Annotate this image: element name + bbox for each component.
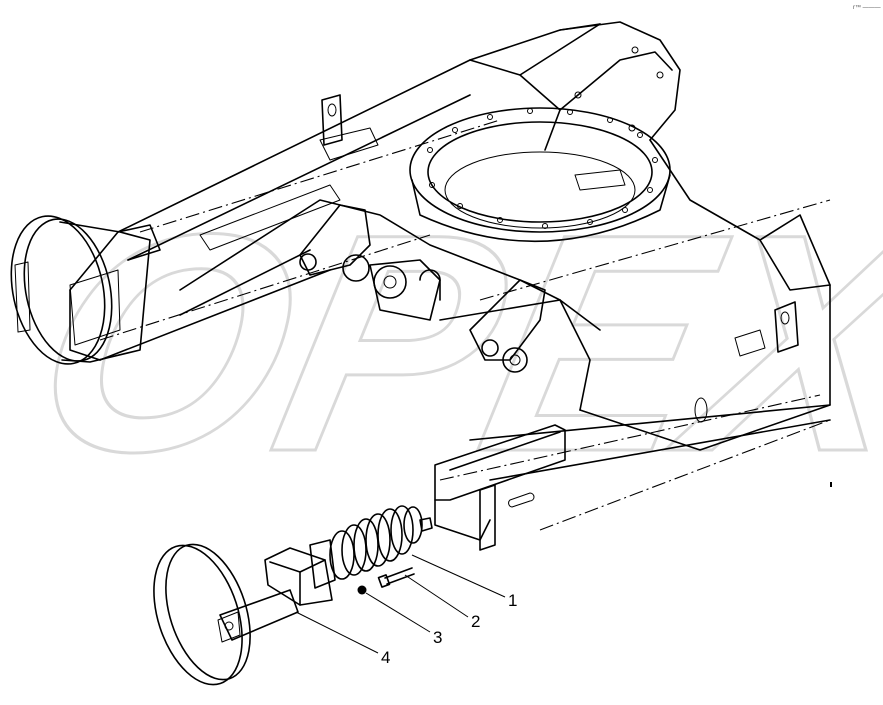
callout-4: 4 xyxy=(381,648,390,667)
recoil-spring xyxy=(309,505,433,589)
tick-mark xyxy=(830,482,832,487)
callout-2: 2 xyxy=(471,612,480,631)
undercarriage-frame xyxy=(69,21,831,531)
centre-link-brackets xyxy=(299,204,546,373)
bolt-circle xyxy=(427,108,658,229)
callout-1: 1 xyxy=(508,591,517,610)
slewing-ring xyxy=(409,107,671,243)
corner-mark: r™ ——— xyxy=(853,4,881,11)
washer xyxy=(357,585,367,595)
front-idler-wheel xyxy=(10,215,151,365)
callout-3: 3 xyxy=(433,628,442,647)
yoke-slot xyxy=(434,424,566,551)
bolt xyxy=(377,567,415,588)
idler-assembly xyxy=(153,543,333,686)
leader-lines xyxy=(295,554,506,654)
